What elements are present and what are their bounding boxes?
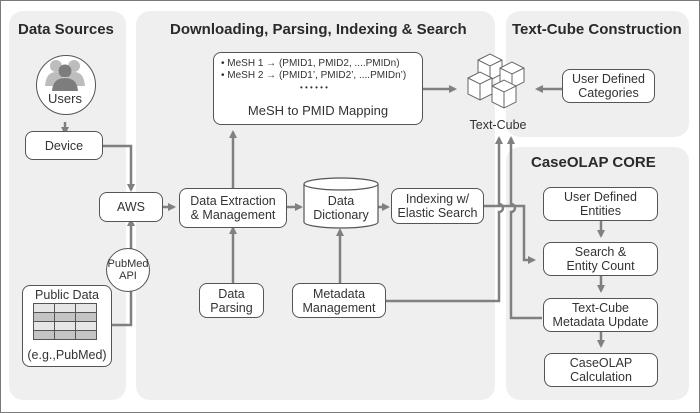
aws-label: AWS xyxy=(116,200,145,214)
panel-title-text-cube-construction: Text-Cube Construction xyxy=(512,21,682,38)
metadata-management-label-2: Management xyxy=(302,300,376,315)
users-icon xyxy=(45,60,85,91)
search-entity-count-node: Search & Entity Count xyxy=(543,242,658,276)
public-data-node: Public Data (e.g.,PubMed) xyxy=(22,285,112,367)
panel-title-caseolap-core: CaseOLAP CORE xyxy=(531,154,656,171)
search-count-label-2: Entity Count xyxy=(566,259,635,273)
indexing-label-2: Elastic Search xyxy=(397,206,478,220)
user-defined-categories-node: User Defined Categories xyxy=(562,69,655,103)
text-cube-metadata-update-node: Text-Cube Metadata Update xyxy=(543,298,658,332)
mesh-mapping-title: MeSH to PMID Mapping xyxy=(247,103,389,118)
mesh-mapping-box: • MeSH 1 → (PMID1, PMID2, ....PMIDn) • M… xyxy=(213,52,423,125)
device-node: Device xyxy=(25,131,103,160)
mesh-ellipsis: • • • • • • xyxy=(300,83,328,92)
data-extraction-node: Data Extraction & Management xyxy=(179,188,287,228)
arrow-tcupdate-textcube xyxy=(507,136,542,320)
search-count-label-1: Search & xyxy=(574,245,627,259)
pubmed-api-label-2: API xyxy=(119,270,137,282)
metadata-management-label-1: Metadata xyxy=(312,286,366,301)
data-parsing-label-2: Parsing xyxy=(210,300,253,315)
cube-front-left xyxy=(467,71,493,101)
caseolap-calculation-node: CaseOLAP Calculation xyxy=(544,353,658,387)
data-dictionary-cylinder xyxy=(303,177,379,229)
panel-title-data-sources: Data Sources xyxy=(18,21,114,38)
metadata-management-node: Metadata Management xyxy=(292,283,386,318)
text-cube-label: Text-Cube xyxy=(469,118,527,132)
indexing-label-1: Indexing w/ xyxy=(405,192,470,206)
data-dictionary-label: Data Dictionary xyxy=(303,194,379,222)
device-label: Device xyxy=(44,138,84,153)
arrow-indexing-search xyxy=(484,204,536,264)
data-table-icon xyxy=(33,303,97,340)
public-data-title: Public Data xyxy=(35,288,99,302)
indexing-node: Indexing w/ Elastic Search xyxy=(391,188,484,224)
user-categories-label-1: User Defined xyxy=(572,72,645,86)
pubmed-api-node: PubMed API xyxy=(106,248,150,292)
arrow-device-aws xyxy=(103,144,135,192)
data-extraction-label-2: & Management xyxy=(190,208,276,222)
tc-metadata-update-label-2: Metadata Update xyxy=(552,315,649,329)
data-parsing-label-1: Data xyxy=(218,286,245,301)
users-label: Users xyxy=(48,91,82,106)
tc-metadata-update-label-1: Text-Cube xyxy=(572,301,629,315)
cube-front-right xyxy=(491,79,517,109)
data-extraction-label-1: Data Extraction xyxy=(190,194,276,208)
text-cube-icon xyxy=(467,53,525,109)
arrow-metadata-textcube xyxy=(383,136,505,303)
panel-title-downloading: Downloading, Parsing, Indexing & Search xyxy=(170,21,467,38)
aws-node: AWS xyxy=(99,192,163,222)
pubmed-api-label-1: PubMed xyxy=(107,258,149,270)
mesh-line-2: • MeSH 2 → (PMID1’, PMID2’, ....PMIDn’) xyxy=(221,70,407,81)
data-parsing-node: Data Parsing xyxy=(199,283,264,318)
user-defined-entities-node: User Defined Entities xyxy=(543,187,658,221)
caseolap-calc-label-2: Calculation xyxy=(570,370,632,384)
mesh-line-1: • MeSH 1 → (PMID1, PMID2, ....PMIDn) xyxy=(221,58,400,69)
caseolap-calc-label-1: CaseOLAP xyxy=(569,356,633,370)
data-dictionary-label-2: Dictionary xyxy=(313,208,369,222)
public-data-caption: (e.g.,PubMed) xyxy=(27,348,107,362)
user-entities-label-1: User Defined xyxy=(564,190,637,204)
user-entities-label-2: Entities xyxy=(580,204,621,218)
user-categories-label-2: Categories xyxy=(578,86,639,100)
data-dictionary-label-1: Data xyxy=(327,194,355,208)
